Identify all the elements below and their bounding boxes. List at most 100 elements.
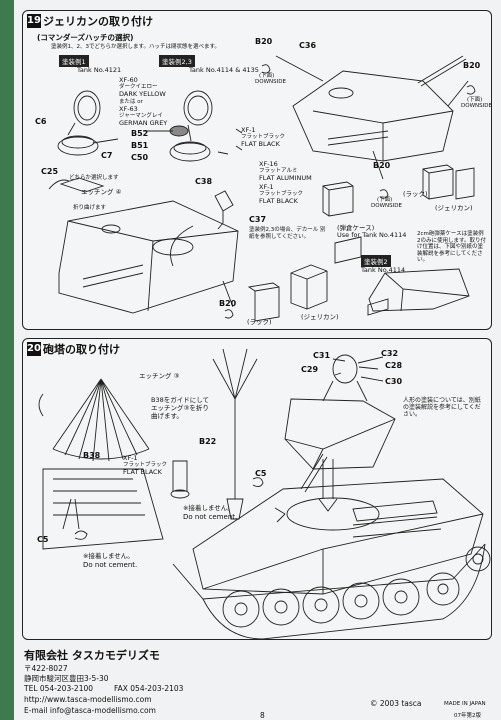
xf1-a-en: FLAT BLACK xyxy=(241,140,280,148)
jerrycan-label-left: (ジェリカン) xyxy=(301,313,339,321)
paint23-tank: Tank No.4114 & 4135 xyxy=(189,66,259,74)
b38-note: B38をガイドにしてエッチング③を折り曲げます。 xyxy=(151,396,210,420)
xf1-a-code: XF-1 xyxy=(241,126,256,134)
etching-4-label: エッチング ④ xyxy=(81,188,122,197)
paint2-tag: 塗装例2 xyxy=(361,255,391,267)
xf1-jp: フラットブラック xyxy=(123,462,168,468)
part-c36: C36 xyxy=(299,41,317,50)
downside-jp-2: (下面) xyxy=(467,97,483,103)
etching-3-label: エッチング ③ xyxy=(139,372,180,381)
xf60-code: XF-60 xyxy=(119,76,138,84)
figure-note: 人形の塗装については、別紙の塗装解説を参考にしてください。 xyxy=(403,397,481,419)
hatch-note: 塗装例1、2、3でどちらか選択します。ハッチは閉状態を選べます。 xyxy=(51,44,220,50)
paint2-tank: Tank No.4114 xyxy=(361,266,406,274)
copyright: © 2003 tasca xyxy=(370,699,422,708)
footer: 有限会社 タスカモデリズモ 〒422-8027 静岡市駿河区豊田3-5-30 T… xyxy=(24,643,494,720)
instruction-page: 19 ジェリカンの取り付け (コマンダーズハッチの選択) 塗装例1、2、3でどち… xyxy=(14,0,501,720)
step-19-panel: 19 ジェリカンの取り付け (コマンダーズハッチの選択) 塗装例1、2、3でどち… xyxy=(22,10,492,330)
xf1-b-code: XF-1 xyxy=(259,183,274,191)
part-c5-upper: C5 xyxy=(255,469,267,478)
paint1-tank: Tank No.4121 xyxy=(77,66,122,74)
email-link[interactable]: E-mail info@tasca-modellismo.com xyxy=(24,706,156,715)
part-b51: B51 xyxy=(131,141,149,150)
no-cement-en-1: Do not cement. xyxy=(183,513,238,521)
xf16-jp: フラットアルミ xyxy=(259,168,298,174)
downside-jp-1: (下面) xyxy=(259,73,275,79)
c37-note: 塗装例2,3の場合、デカール 別紙を参照してください。 xyxy=(249,227,326,240)
etching-3-text: エッチング xyxy=(139,372,172,380)
no-cement-en-2: Do not cement. xyxy=(83,561,138,569)
no-cement-jp-2: ※接着しません。 xyxy=(83,552,134,560)
part-c37: C37 xyxy=(249,215,267,224)
xf16-code: XF-16 xyxy=(259,160,278,168)
no-cement-jp-1: ※接着しません。 xyxy=(183,504,234,512)
xf1-b-jp: フラットブラック xyxy=(259,191,304,197)
part-b52: B52 xyxy=(131,129,149,138)
downside-en-1: DOWNSIDE xyxy=(255,79,286,85)
address: 静岡市駿河区豊田3-5-30 xyxy=(24,674,109,683)
part-b20-right: B20 xyxy=(463,61,481,70)
made-in: MADE IN JAPAN xyxy=(444,701,486,707)
binding-strip xyxy=(0,0,14,720)
ammo-case-en: Use for Tank No.4114 xyxy=(337,231,407,239)
etching-4-num: ④ xyxy=(115,188,122,196)
tel: TEL 054-203-2100 xyxy=(24,684,94,693)
part-c50: C50 xyxy=(131,153,149,162)
part-b20-bottom: B20 xyxy=(219,299,237,308)
ammo-case-jp: (弾倉ケース) xyxy=(337,224,375,232)
part-b22: B22 xyxy=(199,437,217,446)
step-19-number: 19 xyxy=(27,14,41,28)
step-20-heading: 20 砲塔の取り付け xyxy=(27,341,120,357)
part-c32: C32 xyxy=(381,349,399,358)
etching-3-num: ③ xyxy=(173,372,180,380)
paint1-tag: 塗装例1 xyxy=(59,55,89,67)
part-b20-top: B20 xyxy=(255,37,273,46)
part-c6: C6 xyxy=(35,117,47,126)
paint23-tag: 塗装例2,3 xyxy=(159,55,195,67)
fold-note: 折り曲げます xyxy=(73,205,107,211)
etching-4-text: エッチング xyxy=(81,188,114,196)
rack-label-left: (ラック) xyxy=(247,318,272,326)
part-c30: C30 xyxy=(385,377,403,386)
note-2cm: 2cm砲弾薬ケースは塗装例2のみに使用します。取り付け位置は、下図や別紙の塗装解… xyxy=(417,231,486,264)
part-c31: C31 xyxy=(313,351,331,360)
step-19-drawing xyxy=(48,55,476,322)
part-c5-lower: C5 xyxy=(37,535,49,544)
xf1-b-en: FLAT BLACK xyxy=(259,197,298,205)
step-20-title: 砲塔の取り付け xyxy=(43,343,120,356)
print-code: 07年第2版 xyxy=(454,713,481,719)
postal-code: 〒422-8027 xyxy=(24,664,68,673)
website-link[interactable]: http://www.tasca-modellismo.com xyxy=(24,695,152,704)
part-c38: C38 xyxy=(195,177,213,186)
part-c25: C25 xyxy=(41,167,59,176)
or-text: または or xyxy=(119,99,143,105)
xf60-jp: ダークイエロー xyxy=(119,84,158,90)
step-19-heading: 19 ジェリカンの取り付け xyxy=(27,13,153,29)
downside-en-2: DOWNSIDE xyxy=(461,103,492,109)
xf63-jp: ジャーマングレイ xyxy=(119,113,163,119)
rack-label-right: (ラック) xyxy=(403,190,428,198)
xf63-en: GERMAN GREY xyxy=(119,119,168,127)
xf1-en: FLAT BLACK xyxy=(123,468,162,476)
fax: FAX 054-203-2103 xyxy=(114,684,184,693)
part-b20-mid: B20 xyxy=(373,161,391,170)
step-20-number: 20 xyxy=(27,342,41,356)
xf1-a-jp: フラットブラック xyxy=(241,134,286,140)
downside-jp-3: (下面) xyxy=(377,197,393,203)
part-b38: B38 xyxy=(83,451,101,460)
step-20-drawing xyxy=(38,348,491,639)
jerrycan-label-right: (ジェリカン) xyxy=(435,204,473,212)
page-number: 8 xyxy=(260,711,265,720)
part-c7: C7 xyxy=(101,151,113,160)
part-c29: C29 xyxy=(301,365,319,374)
step-20-panel: 20 砲塔の取り付け エッチング ③ B38をガイドにしてエッチング③を折り曲げ… xyxy=(22,338,492,640)
xf60-en: DARK YELLOW xyxy=(119,90,166,98)
downside-en-3: DOWNSIDE xyxy=(371,203,402,209)
step-19-title: ジェリカンの取り付け xyxy=(43,15,153,28)
part-c28: C28 xyxy=(385,361,403,370)
either-note: どちらか選択します xyxy=(69,175,119,181)
xf63-code: XF-63 xyxy=(119,105,138,113)
commander-hatch-label: (コマンダーズハッチの選択) xyxy=(37,33,134,42)
company-name: 有限会社 タスカモデリズモ xyxy=(24,649,160,662)
xf16-en: FLAT ALUMINUM xyxy=(259,174,312,182)
